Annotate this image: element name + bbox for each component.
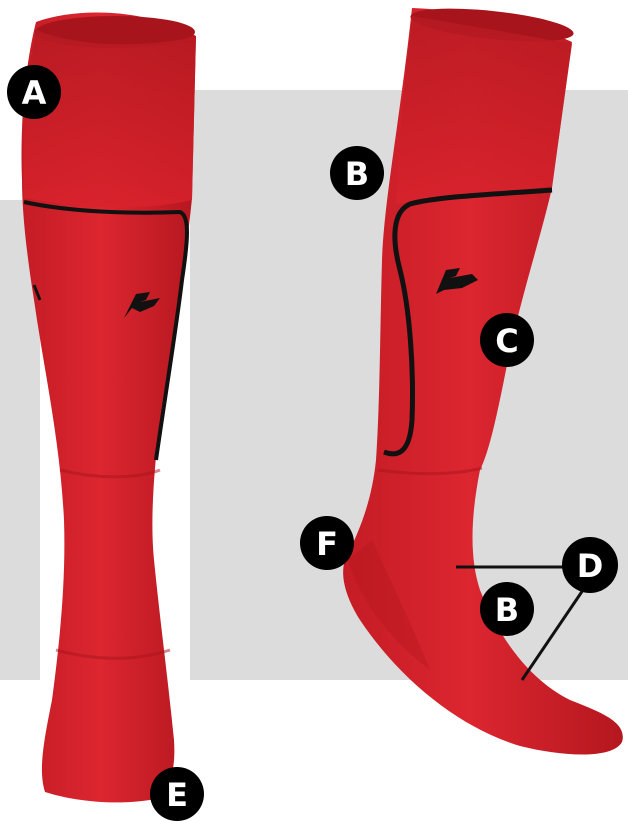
marker-b-foot: B: [480, 582, 534, 636]
marker-f-label: F: [316, 525, 338, 563]
marker-e-label: E: [166, 776, 188, 814]
marker-e: E: [150, 767, 204, 821]
marker-a: A: [7, 65, 61, 119]
right-sock-cuff: [396, 16, 572, 204]
marker-c: C: [480, 313, 534, 367]
marker-d: D: [562, 537, 618, 593]
marker-b-calf-label: B: [345, 155, 369, 193]
marker-b-calf: B: [330, 146, 384, 200]
marker-c-label: C: [495, 322, 518, 360]
marker-d-label: D: [577, 547, 604, 585]
marker-a-label: A: [22, 74, 47, 112]
left-sock: [22, 13, 196, 803]
marker-f: F: [300, 516, 354, 570]
left-sock-cuff: [24, 30, 197, 207]
marker-b-foot-label: B: [495, 591, 519, 629]
